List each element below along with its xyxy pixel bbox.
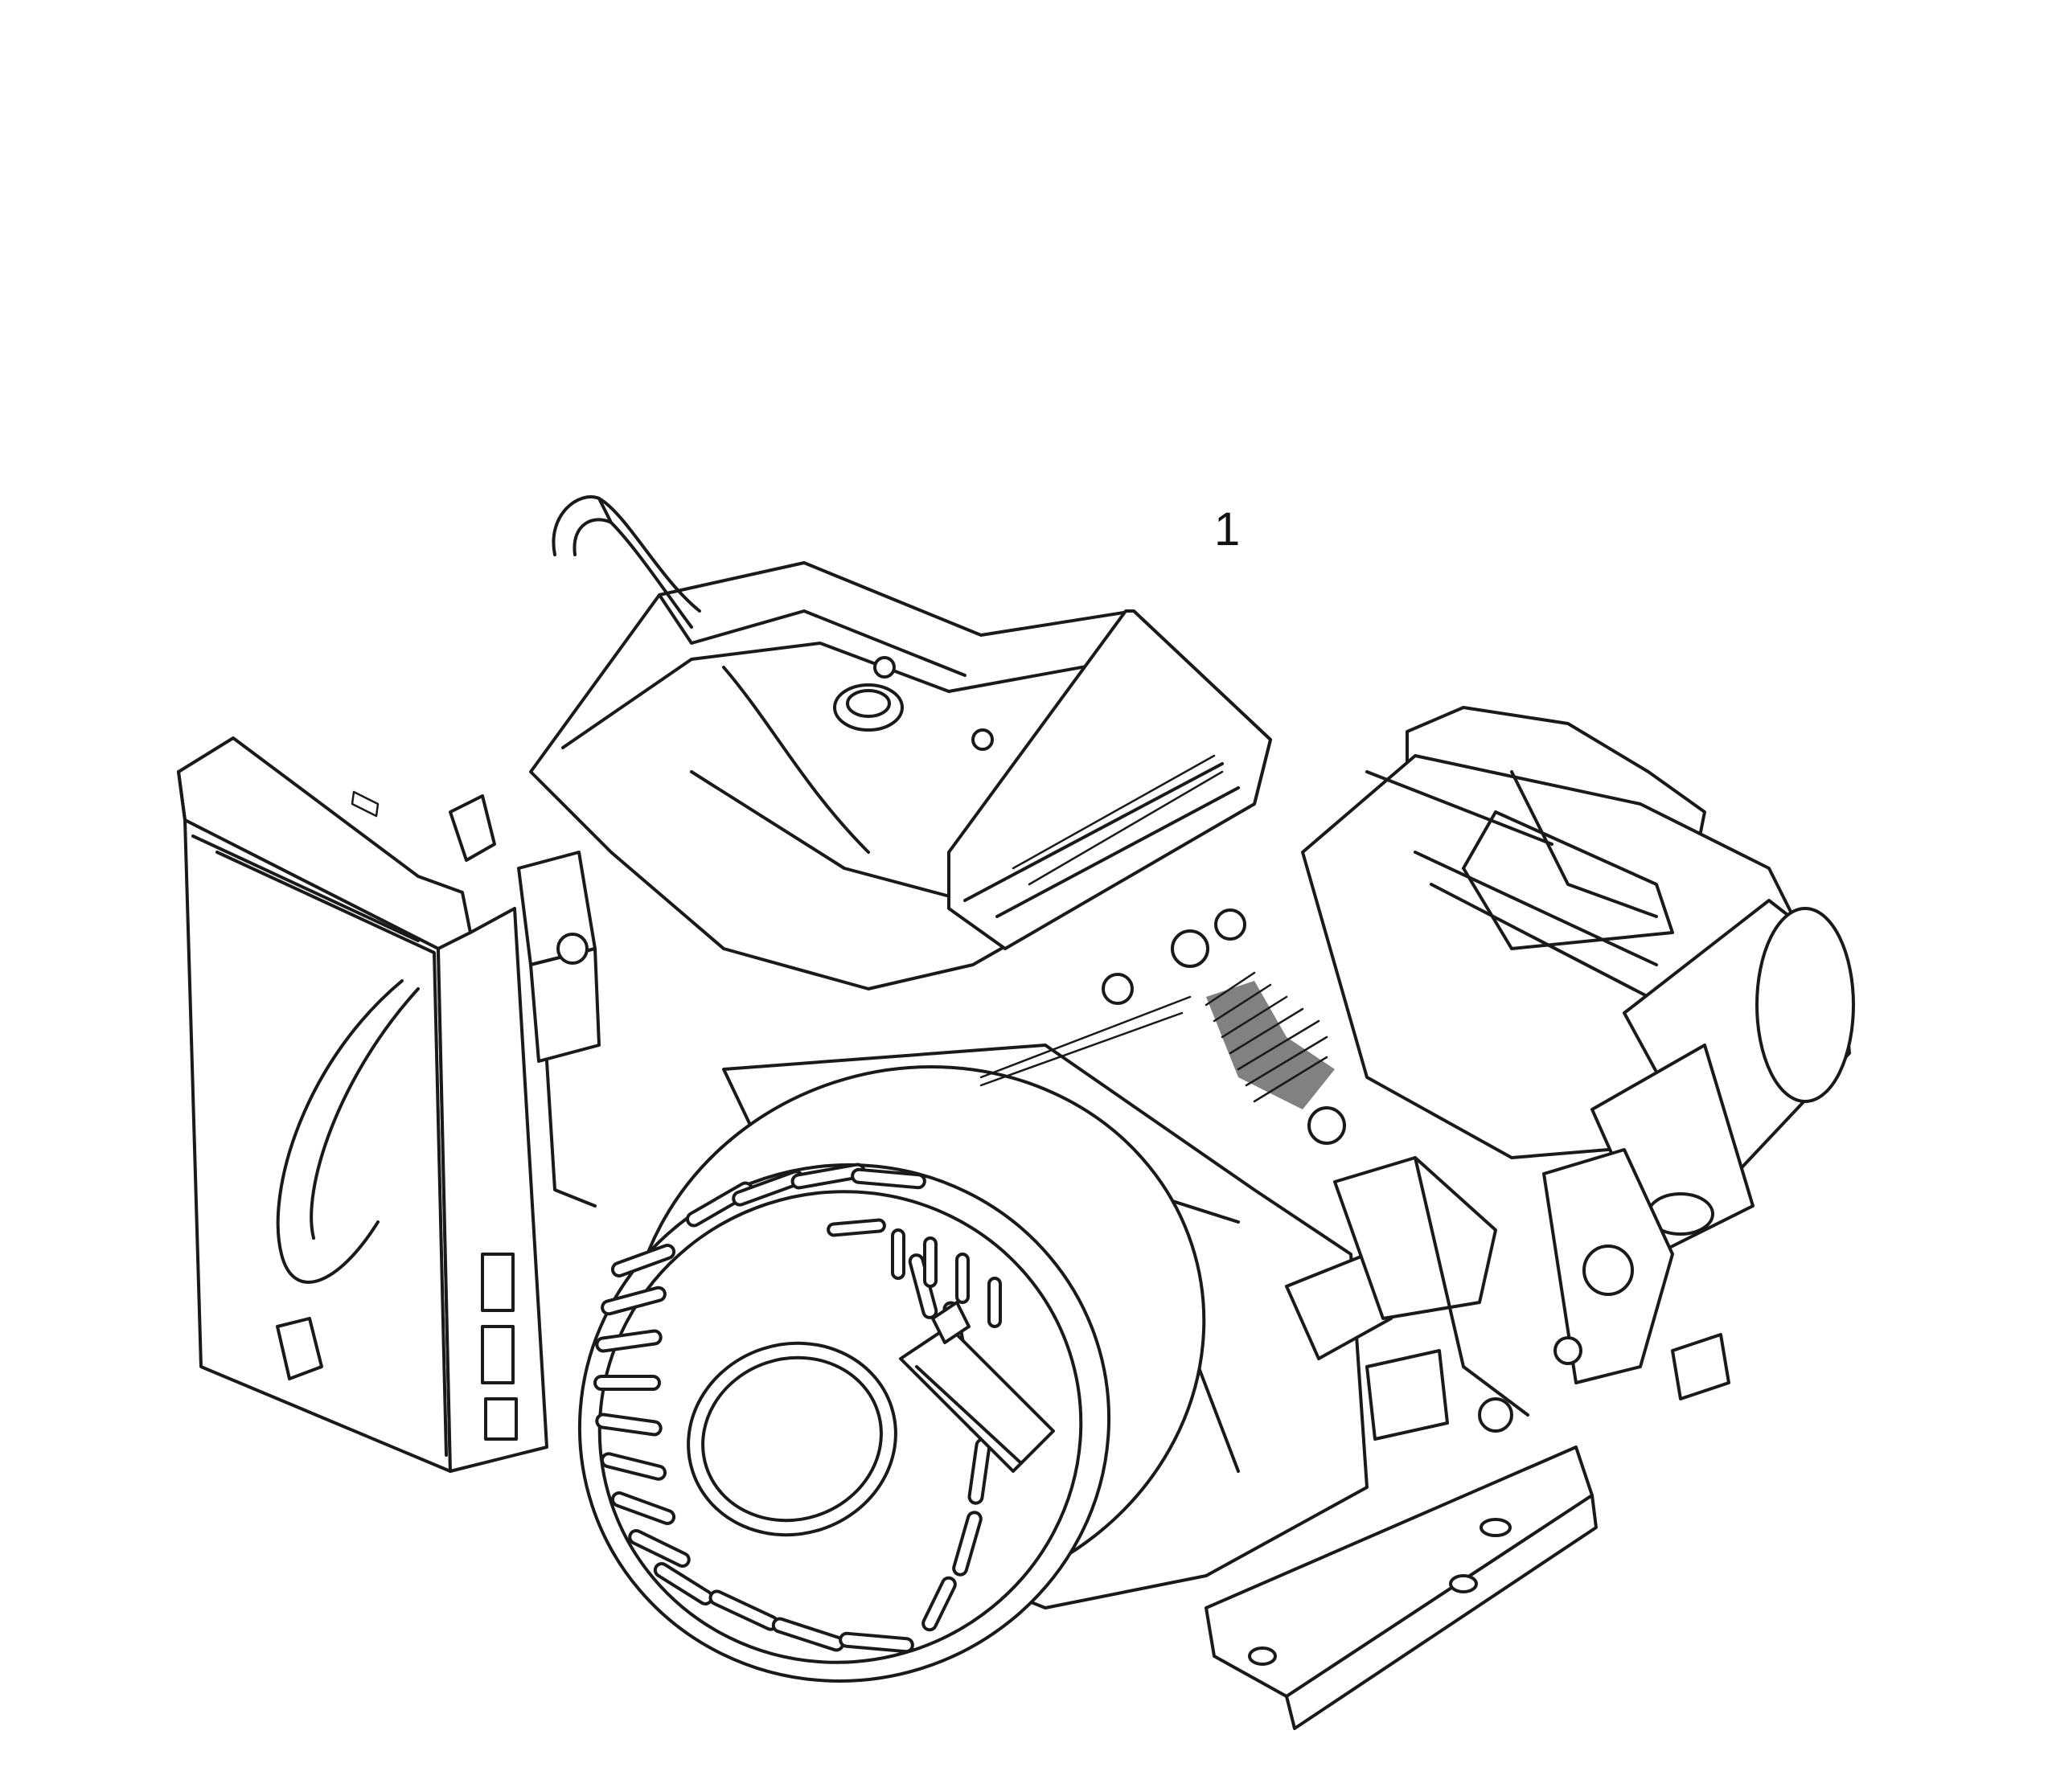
valve-cover	[1102, 754, 1855, 1256]
vent-slots	[593, 1163, 1002, 1654]
ignition-area	[1206, 770, 1658, 1109]
base-plate	[1205, 1349, 1598, 1730]
callout-label: 1	[1214, 503, 1241, 556]
carburetor	[449, 794, 601, 1208]
air-filter-housing	[177, 736, 548, 1473]
recoil-starter-cover	[577, 995, 1206, 1683]
